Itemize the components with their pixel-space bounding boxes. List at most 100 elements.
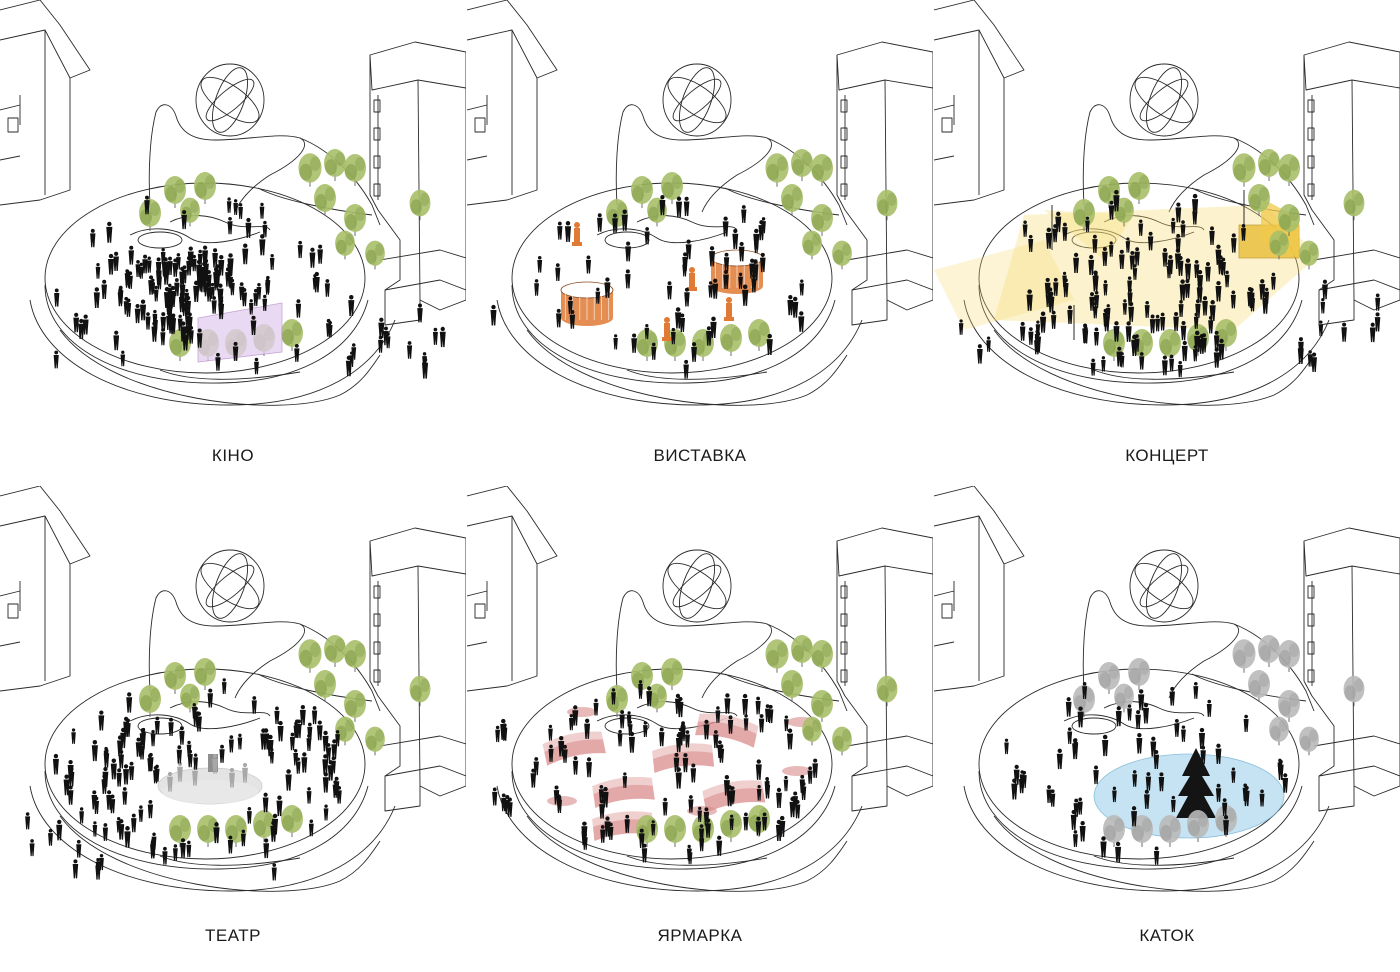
person-silhouette-icon xyxy=(301,752,307,772)
window xyxy=(1308,670,1314,682)
building-right-details xyxy=(1304,541,1400,786)
tree-icon xyxy=(1344,676,1365,706)
person-silhouette-icon xyxy=(73,859,79,878)
tree-icon xyxy=(1128,658,1150,690)
person-silhouette-icon xyxy=(1199,728,1205,749)
person-silhouette-icon xyxy=(147,256,152,272)
person-silhouette-icon xyxy=(94,287,100,308)
person-silhouette-icon xyxy=(1066,697,1072,717)
person-silhouette-icon xyxy=(1078,797,1083,814)
person-silhouette-icon xyxy=(1207,700,1212,717)
person-silhouette-icon xyxy=(1214,347,1220,367)
person-silhouette-icon xyxy=(1100,836,1106,857)
statue xyxy=(572,222,582,246)
street-curve xyxy=(60,816,380,891)
window xyxy=(1308,642,1314,654)
person-silhouette-icon xyxy=(1154,847,1159,865)
tree-icon xyxy=(1278,640,1300,672)
person-silhouette-icon xyxy=(274,707,279,725)
street-curve xyxy=(527,816,847,891)
person-silhouette-icon xyxy=(229,735,234,752)
bench-oval xyxy=(605,232,649,248)
person-silhouette-icon xyxy=(1135,710,1140,729)
person-silhouette-icon xyxy=(534,279,539,296)
person-silhouette-icon xyxy=(1308,350,1313,366)
person-silhouette-icon xyxy=(784,776,788,791)
panel-theatre: ТЕАТР xyxy=(0,486,466,972)
person-silhouette-icon xyxy=(116,768,121,786)
person-silhouette-icon xyxy=(557,222,562,240)
tree-icon xyxy=(781,184,803,216)
person-silhouette-icon xyxy=(263,793,269,813)
scene-theatre xyxy=(0,486,466,906)
person-silhouette-icon xyxy=(113,252,119,271)
person-silhouette-icon xyxy=(294,344,299,362)
tree-icon xyxy=(1159,815,1181,847)
window xyxy=(374,128,380,140)
person-silhouette-icon xyxy=(1193,682,1198,699)
tree-icon xyxy=(314,184,336,216)
person-silhouette-icon xyxy=(161,248,166,264)
person-silhouette-icon xyxy=(799,279,804,295)
tree-icon xyxy=(281,319,303,351)
front-seat xyxy=(627,856,767,865)
person-silhouette-icon xyxy=(643,721,648,737)
building-right-annex xyxy=(380,250,466,290)
person-silhouette-icon xyxy=(71,728,75,743)
person-silhouette-icon xyxy=(54,351,59,369)
building-right-annex xyxy=(1314,736,1400,776)
person-silhouette-icon xyxy=(619,710,624,728)
window xyxy=(374,586,380,598)
tree-icon xyxy=(139,199,161,231)
person-silhouette-icon xyxy=(759,714,764,732)
tree-icon xyxy=(1344,190,1365,220)
person-silhouette-icon xyxy=(716,836,722,856)
person-silhouette-icon xyxy=(1178,361,1183,377)
tree-icon xyxy=(802,717,822,746)
person-silhouette-icon xyxy=(123,764,129,784)
person-silhouette-icon xyxy=(90,229,95,247)
person-silhouette-icon xyxy=(140,299,146,320)
tree-icon xyxy=(365,241,385,270)
person-silhouette-icon xyxy=(296,299,301,317)
window xyxy=(942,604,952,618)
person-silhouette-icon xyxy=(534,757,539,775)
person-silhouette-icon xyxy=(433,328,438,345)
person-silhouette-icon xyxy=(148,800,153,818)
caption-fair: ЯРМАРКА xyxy=(467,926,933,946)
person-silhouette-icon xyxy=(618,730,623,746)
person-silhouette-icon xyxy=(30,839,35,856)
window xyxy=(1308,586,1314,598)
person-silhouette-icon xyxy=(270,254,275,270)
person-silhouette-icon xyxy=(784,715,789,731)
person-silhouette-icon xyxy=(1080,821,1086,842)
person-silhouette-icon xyxy=(573,756,578,774)
window xyxy=(8,118,18,132)
person-silhouette-icon xyxy=(986,336,990,351)
tree-icon xyxy=(410,190,431,220)
person-silhouette-icon xyxy=(625,242,631,262)
sphere-sculpture-icon xyxy=(661,549,733,622)
person-silhouette-icon xyxy=(186,841,191,858)
window xyxy=(1308,614,1314,626)
person-silhouette-icon xyxy=(787,729,793,750)
person-silhouette-icon xyxy=(53,754,59,775)
window xyxy=(841,586,847,598)
person-silhouette-icon xyxy=(233,199,238,215)
tree-icon xyxy=(811,154,833,186)
front-seat xyxy=(160,370,300,379)
person-silhouette-icon xyxy=(162,847,167,865)
person-silhouette-icon xyxy=(173,844,178,860)
person-silhouette-icon xyxy=(1091,359,1096,376)
person-silhouette-icon xyxy=(1375,312,1381,331)
person-silhouette-icon xyxy=(787,295,793,315)
tree-icon xyxy=(1128,172,1150,204)
person-silhouette-icon xyxy=(555,263,560,281)
person-silhouette-icon xyxy=(254,358,259,375)
window xyxy=(942,118,952,132)
tree-icon xyxy=(765,153,788,187)
tree-icon xyxy=(832,241,852,270)
tree-icon xyxy=(344,154,366,186)
building-right-details xyxy=(837,55,933,300)
person-silhouette-icon xyxy=(756,697,761,715)
